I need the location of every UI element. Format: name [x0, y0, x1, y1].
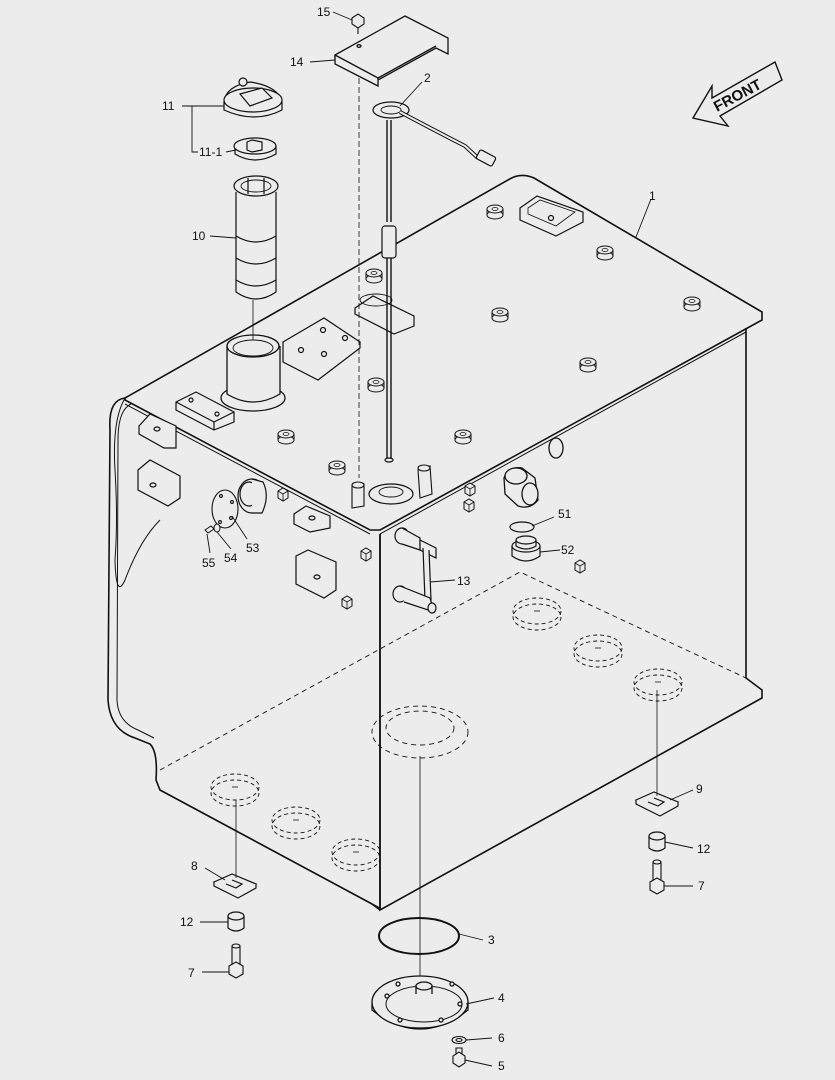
cover-plate-54	[211, 489, 239, 529]
callout-15: 15	[317, 5, 331, 19]
callout-51: 51	[558, 507, 572, 521]
tank-bottom-pads	[210, 597, 683, 872]
shim-8	[212, 873, 258, 899]
breather-block	[175, 391, 235, 431]
callout-12-right: 12	[697, 842, 711, 856]
filler-neck	[220, 334, 286, 412]
callout-2: 2	[424, 71, 431, 85]
bolt-7-right	[649, 859, 665, 895]
callout-13: 13	[457, 574, 471, 588]
bolt-55	[204, 523, 221, 534]
front-direction-arrow: FRONT	[691, 60, 783, 128]
callout-3: 3	[488, 933, 495, 947]
cover-14	[334, 15, 449, 88]
screw-15	[351, 13, 365, 34]
callout-1: 1	[649, 189, 656, 203]
bolt-7-left	[228, 943, 244, 979]
callout-5: 5	[498, 1059, 505, 1073]
sender-flange	[368, 483, 414, 505]
level-gauge-pad	[354, 293, 415, 335]
sight-port	[237, 478, 267, 514]
callout-55: 55	[202, 556, 216, 570]
drain-cover-4	[371, 975, 469, 1030]
callout-11-1: 11-1	[199, 145, 222, 159]
side-brackets	[137, 413, 337, 599]
return-elbow	[503, 437, 564, 508]
callout-12-left: 12	[180, 915, 194, 929]
callout-53: 53	[246, 541, 260, 555]
spacer-12-left	[227, 911, 245, 932]
o-ring-51	[509, 521, 535, 533]
spacer-12-right	[648, 831, 666, 852]
strainer-10	[233, 175, 279, 300]
callout-8: 8	[191, 859, 198, 873]
callout-11: 11	[162, 99, 175, 113]
callout-7-left: 7	[188, 966, 195, 980]
callout-52: 52	[561, 543, 575, 557]
leader-lines	[182, 11, 694, 1067]
top-cover-plate	[519, 195, 584, 237]
callout-6: 6	[498, 1031, 505, 1045]
level-gauge-13	[392, 527, 437, 614]
o-ring-3	[378, 917, 460, 955]
callout-10: 10	[192, 229, 206, 243]
callout-9: 9	[696, 782, 703, 796]
washer-6	[451, 1035, 467, 1045]
adapter-11-1	[233, 137, 277, 161]
callout-14: 14	[290, 55, 304, 69]
strainer-mounting-pad	[282, 317, 362, 381]
callout-labels: 15 14 2 11 11-1 10 1 51 52 13 53 54 55 8…	[162, 5, 711, 1073]
callout-54: 54	[224, 551, 238, 565]
filler-cap-11	[223, 77, 283, 118]
callout-4: 4	[498, 991, 505, 1005]
front-label: FRONT	[711, 76, 765, 115]
plug-52	[511, 535, 541, 562]
shim-9	[634, 791, 680, 817]
side-bosses	[351, 464, 433, 509]
callout-7-right: 7	[698, 879, 705, 893]
drain-opening	[371, 705, 469, 759]
bolt-5	[452, 1047, 466, 1068]
